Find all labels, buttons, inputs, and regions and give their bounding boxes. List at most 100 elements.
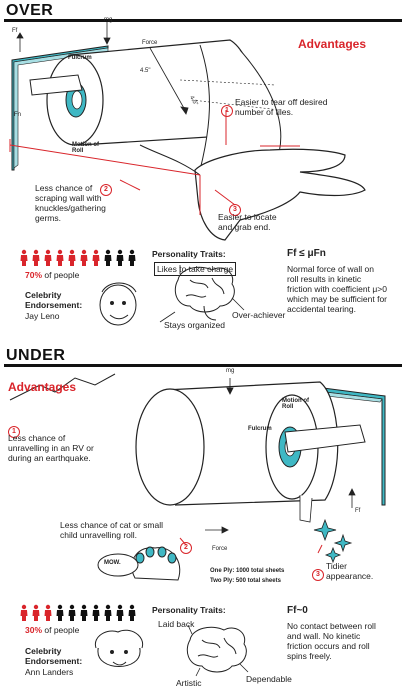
under-fulcrum-label: Fulcrum <box>248 426 272 432</box>
over-point-2-badge: 2 <box>100 178 112 196</box>
over-celebrity-name: Jay Leno <box>25 311 60 321</box>
over-holder-icon <box>11 45 109 171</box>
under-person-icon <box>128 604 136 621</box>
over-point-1-text: Easier to tear off desired number of til… <box>235 97 328 117</box>
mow-text: MOW. <box>104 560 121 566</box>
under-person-icon <box>56 604 64 621</box>
mow-bubble <box>97 553 139 577</box>
over-point-1-number: 1 <box>221 105 233 117</box>
over-point-3-text: Easier to locate and grab end. <box>218 212 277 232</box>
under-roll-icon <box>135 381 366 523</box>
under-person-icon <box>20 604 28 621</box>
over-fulcrum-label: Fulcrum <box>68 55 92 61</box>
ann-landers-portrait <box>94 629 144 667</box>
under-ff-label: Ff <box>355 508 361 514</box>
under-people-row <box>20 604 136 621</box>
over-physics-title: Ff ≤ μFn <box>287 248 326 259</box>
over-person-icon <box>104 249 112 266</box>
over-trait-2: Over-achiever <box>232 310 286 320</box>
over-people-row <box>20 249 136 266</box>
over-point-2-text: Less chance of scraping wall with knuckl… <box>35 183 106 223</box>
under-celebrity-label: Celebrity Endorsement: <box>25 646 83 666</box>
over-person-icon <box>116 249 124 266</box>
under-physics-text: No contact between roll and wall. No kin… <box>287 621 376 661</box>
over-force-label: Force <box>142 40 158 46</box>
over-trait-3: Stays organized <box>164 320 225 330</box>
over-point-2-number: 2 <box>100 184 112 196</box>
one-ply-text: One Ply: 1000 total sheets <box>210 568 285 574</box>
jay-leno-portrait <box>99 282 137 326</box>
over-ff-label: Ff <box>12 28 18 34</box>
under-force-arrows <box>205 378 356 534</box>
under-point-3-number: 3 <box>312 569 324 581</box>
under-point-2-badge: 2 <box>180 536 192 554</box>
under-point-3-badge: 3 <box>312 563 324 581</box>
under-annotation-lines <box>179 537 323 554</box>
over-annotation-lines <box>9 110 300 215</box>
over-stat-percent: 70% <box>25 270 43 280</box>
under-trait-3: Dependable <box>246 674 292 684</box>
over-force-arrows <box>16 22 189 115</box>
over-person-icon <box>44 249 52 266</box>
under-stat-percent: 30% <box>25 625 43 635</box>
under-person-icon <box>80 604 88 621</box>
under-stat: 30% of people <box>25 625 79 635</box>
under-trait-connectors <box>187 624 249 677</box>
under-mg-label: mg <box>226 368 235 374</box>
over-point-1-badge: 1 <box>221 99 233 117</box>
under-force-label: Force <box>212 546 228 552</box>
sparkle-icons <box>313 518 353 564</box>
over-point-3-badge: 3 <box>229 198 241 216</box>
over-celebrity-label: Celebrity Endorsement: <box>25 290 83 310</box>
over-person-icon <box>32 249 40 266</box>
over-traits-title: Personality Traits: <box>152 249 226 259</box>
over-title: OVER <box>6 2 54 19</box>
over-roll-icon <box>29 39 282 171</box>
under-point-1-number: 1 <box>8 426 20 438</box>
under-trait-2: Artistic <box>176 678 202 688</box>
over-brain-icon <box>174 266 235 321</box>
over-hand-icon <box>139 144 366 241</box>
under-person-icon <box>104 604 112 621</box>
under-title: UNDER <box>6 347 66 364</box>
under-person-icon <box>92 604 100 621</box>
cat-paw-icon <box>131 546 181 581</box>
under-motion-label: Motion of Roll <box>282 398 309 410</box>
over-person-icon <box>56 249 64 266</box>
under-trait-1: Laid back <box>158 619 195 629</box>
under-advantages-title: Advantages <box>8 380 77 394</box>
over-advantages-title: Advantages <box>298 37 367 51</box>
two-ply-text: Two Ply: 500 total sheets <box>210 578 281 584</box>
under-physics-title: Ff~0 <box>287 605 308 616</box>
under-person-icon <box>32 604 40 621</box>
under-point-1-badge: 1 <box>8 420 20 438</box>
under-person-icon <box>116 604 124 621</box>
over-fn-label: Fn <box>14 112 22 118</box>
under-person-icon <box>44 604 52 621</box>
under-stat-suffix: of people <box>42 625 80 635</box>
over-stat-suffix: of people <box>42 270 80 280</box>
over-stat: 70% of people <box>25 270 79 280</box>
over-person-icon <box>80 249 88 266</box>
earthquake-line <box>9 373 116 401</box>
over-physics-text: Normal force of wall on roll results in … <box>287 264 387 314</box>
under-point-1-text: Less chance of unravelling in an RV or d… <box>8 433 94 463</box>
over-dim1-label: 4.5" <box>140 68 151 74</box>
over-motion-label: Motion of Roll <box>72 142 99 154</box>
under-brain-icon <box>186 626 247 673</box>
over-person-icon <box>128 249 136 266</box>
under-traits-title: Personality Traits: <box>152 605 226 615</box>
over-person-icon <box>20 249 28 266</box>
over-trait-connectors <box>159 265 245 323</box>
over-person-icon <box>68 249 76 266</box>
under-point-2-number: 2 <box>180 542 192 554</box>
over-trait-1: Likes to take charge <box>154 262 237 276</box>
under-person-icon <box>68 604 76 621</box>
over-person-icon <box>92 249 100 266</box>
over-point-3-number: 3 <box>229 204 241 216</box>
under-point-2-text: Less chance of cat or small child unrave… <box>60 520 163 540</box>
under-celebrity-name: Ann Landers <box>25 667 74 677</box>
over-rule <box>4 19 402 22</box>
under-point-3-text: Tidier appearance. <box>326 561 374 581</box>
